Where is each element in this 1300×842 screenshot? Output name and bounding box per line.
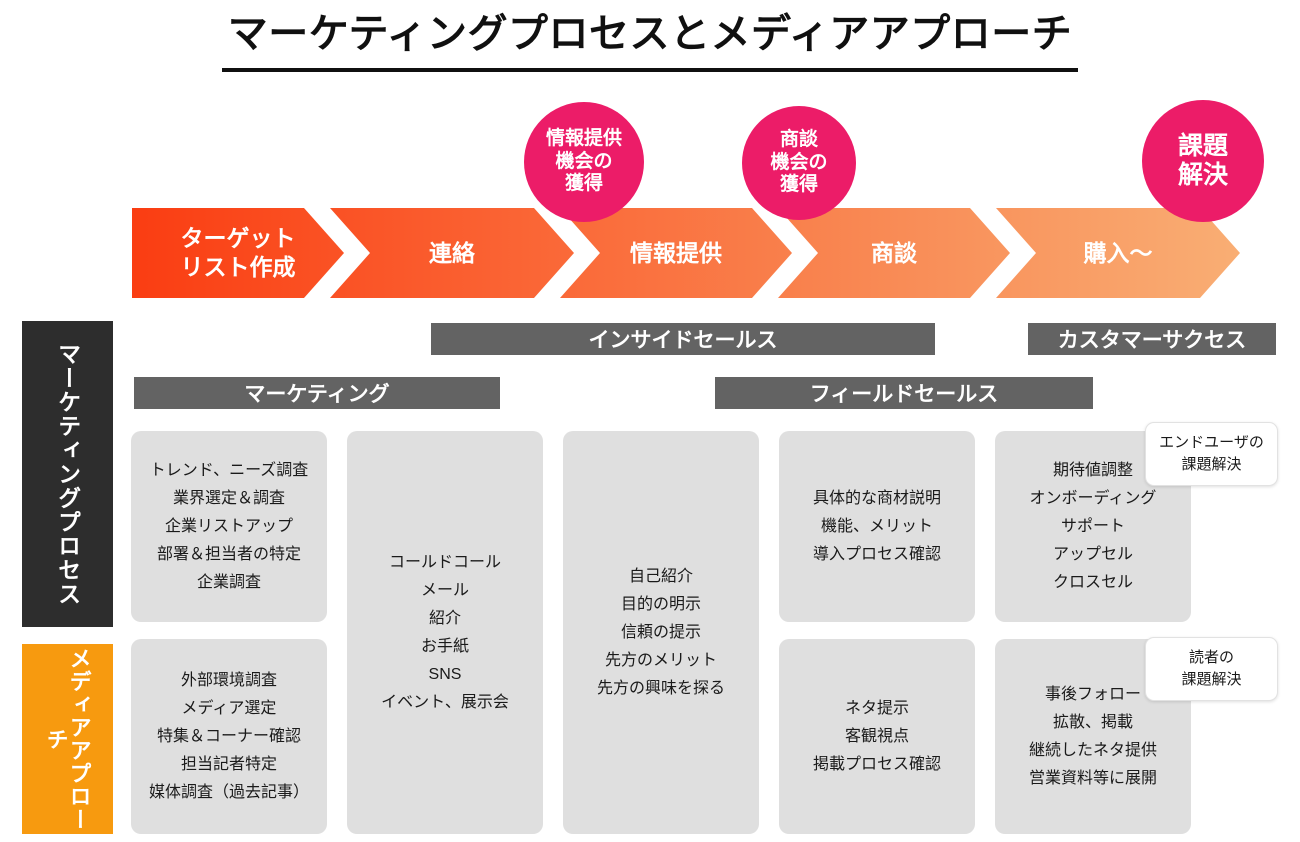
activity-item-line-4: 部署＆担当者の特定 [156,545,301,563]
activity-item-line-1: 自己紹介 [628,567,693,585]
badge-negotiation-opportunity-line-2: 機会の [770,151,828,173]
activity-box-media-approach-target-list: 外部環境調査メディア選定特集＆コーナー確認担当記者特定媒体調査（過去記事） [131,639,327,834]
activity-item-line-2: 客観視点 [844,727,909,745]
activity-box-marketing-process-contact: コールドコールメール紹介お手紙 SNS イベント、展示会 [347,431,543,834]
activity-item-line-1: トレンド、ニーズ調査 [149,461,309,479]
activity-item-line-2: メール [420,581,469,599]
activity-box-list: コールドコールメール紹介お手紙 SNS イベント、展示会 [375,545,515,721]
page-title-text: マーケティングプロセスとメディアアプローチ [221,10,1079,72]
side-label-text: メディアアプローチ [43,647,92,831]
activity-box-marketing-process-target-list: トレンド、ニーズ調査業界選定＆調査企業リストアップ部署＆担当者の特定企業調査 [131,431,327,622]
activity-item-line-1: 具体的な商材説明 [812,489,941,507]
role-bar-label: マーケティング [244,383,390,406]
activity-item-line-1: 期待値調整 [1052,461,1133,479]
process-step-purchase-onward[interactable]: 購入～ [996,208,1240,298]
process-step-information-offer[interactable]: 情報提供 [560,208,792,298]
process-step-label: 情報提供 [630,239,722,268]
activity-box-list: 事後フォロー拡散、掲載継続したネタ提供営業資料等に展開 [1023,677,1163,797]
role-bar-label: カスタマーサクセス [1057,329,1247,352]
badge-info-offer-opportunity-line-2: 機会の [555,150,613,172]
callout-end-user-issue-resolution-line-2: 課題解決 [1181,456,1242,473]
badge-negotiation-opportunity-line-1: 商談 [779,129,818,151]
activity-item-line-3: 企業リストアップ [164,517,293,535]
activity-box-list: 具体的な商材説明機能、メリット導入プロセス確認 [807,481,947,573]
activity-box-list: 外部環境調査メディア選定特集＆コーナー確認担当記者特定媒体調査（過去記事） [143,663,315,811]
activity-box-marketing-process-negotiation: 具体的な商材説明機能、メリット導入プロセス確認 [779,431,975,622]
activity-item-line-5: クロスセル [1052,573,1133,591]
activity-box-list: 自己紹介目的の明示信頼の提示先方のメリット先方の興味を探る [591,559,731,707]
process-step-label-line: リスト作成 [180,254,296,280]
callout-reader-issue-resolution-line-1: 読者の [1188,648,1234,666]
badge-issue-resolution-line-1: 課題 [1177,131,1228,160]
process-step-contact[interactable]: 連絡 [330,208,574,298]
process-step-label-line: 商談 [871,239,917,266]
activity-item-line-5: 企業調査 [196,573,261,591]
badge-info-offer-opportunity: 情報提供機会の獲得 [524,102,644,222]
activity-item-line-4: お手紙 [420,637,469,655]
badge-issue-resolution-line-2: 解決 [1177,161,1228,189]
callout-reader-issue-resolution: 読者の課題解決 [1145,637,1278,701]
process-step-label-line: ターゲット [180,225,296,252]
role-bar-marketing: マーケティング [134,377,500,409]
activity-item-line-2: 拡散、掲載 [1052,713,1133,731]
activity-item-line-3: 紹介 [428,609,461,627]
side-label-media-approach: メディアアプローチ [22,644,113,834]
activity-box-list: 期待値調整オンボーディングサポートアップセルクロスセル [1024,453,1163,601]
activity-item-line-1: ネタ提示 [844,699,909,717]
activity-item-line-5: 媒体調査（過去記事） [148,783,309,801]
badge-negotiation-opportunity-line-3: 獲得 [779,174,818,196]
activity-item-line-1: コールドコール [388,553,501,571]
callout-end-user-issue-resolution: エンドユーザの課題解決 [1145,422,1278,486]
activity-item-line-2: 機能、メリット [820,517,933,535]
process-step-target-list-creation[interactable]: ターゲットリスト作成 [132,208,344,298]
activity-item-line-3: 特集＆コーナー確認 [156,727,301,745]
process-step-label: 購入～ [1084,239,1153,268]
activity-item-line-3: 掲載プロセス確認 [812,755,941,773]
activity-item-line-4: 担当記者特定 [180,755,277,773]
activity-item-line-4: 先方のメリット [604,651,717,669]
badge-issue-resolution: 課題解決 [1142,100,1264,222]
role-bar-label: フィールドセールス [809,383,999,406]
role-bar-inside-sales: インサイドセールス [431,323,935,355]
activity-item-line-3: 信頼の提示 [620,623,701,641]
activity-box-list: トレンド、ニーズ調査業界選定＆調査企業リストアップ部署＆担当者の特定企業調査 [144,453,315,601]
activity-box-marketing-process-purchase: 期待値調整オンボーディングサポートアップセルクロスセル [995,431,1191,622]
process-step-label: ターゲットリスト作成 [181,224,296,282]
process-step-label-line: 情報提供 [630,239,722,266]
badge-info-offer-opportunity-line-1: 情報提供 [545,128,622,150]
process-step-label: 商談 [871,239,917,268]
activity-item-line-4: 営業資料等に展開 [1028,769,1157,787]
role-bar-customer-success: カスタマーサクセス [1028,323,1276,355]
activity-item-line-6: イベント、展示会 [381,693,509,711]
activity-box-list: ネタ提示客観視点掲載プロセス確認 [807,691,947,783]
activity-item-line-4: アップセル [1052,545,1133,563]
activity-item-line-3: 導入プロセス確認 [812,545,941,563]
activity-item-line-2: 目的の明示 [620,595,701,613]
activity-box-marketing-process-information-offer: 自己紹介目的の明示信頼の提示先方のメリット先方の興味を探る [563,431,759,834]
activity-item-line-3: サポート [1060,517,1125,535]
activity-item-line-2: オンボーディング [1029,489,1157,507]
process-step-negotiation[interactable]: 商談 [778,208,1010,298]
activity-item-line-1: 外部環境調査 [180,671,277,689]
page-title: マーケティングプロセスとメディアアプローチ [0,10,1300,72]
activity-item-line-3: 継続したネタ提供 [1028,741,1157,759]
role-bar-label: インサイドセールス [588,329,778,352]
badge-info-offer-opportunity-line-3: 獲得 [564,173,603,195]
side-label-text: マーケティングプロセス [54,342,81,606]
activity-item-line-5: SNS [428,665,462,683]
activity-item-line-1: 事後フォロー [1044,685,1141,703]
process-step-label-line: 購入～ [1083,239,1153,266]
role-bar-field-sales: フィールドセールス [715,377,1093,409]
badge-negotiation-opportunity: 商談機会の獲得 [742,106,856,220]
activity-item-line-5: 先方の興味を探る [596,679,725,697]
callout-reader-issue-resolution-line-2: 課題解決 [1181,671,1242,688]
callout-end-user-issue-resolution-line-1: エンドユーザの [1159,433,1264,451]
activity-box-media-approach-negotiation: ネタ提示客観視点掲載プロセス確認 [779,639,975,834]
process-step-label: 連絡 [429,239,475,268]
process-step-label-line: 連絡 [429,239,475,266]
activity-item-line-2: メディア選定 [181,699,277,717]
activity-item-line-2: 業界選定＆調査 [172,489,285,507]
side-label-marketing-process: マーケティングプロセス [22,321,113,627]
